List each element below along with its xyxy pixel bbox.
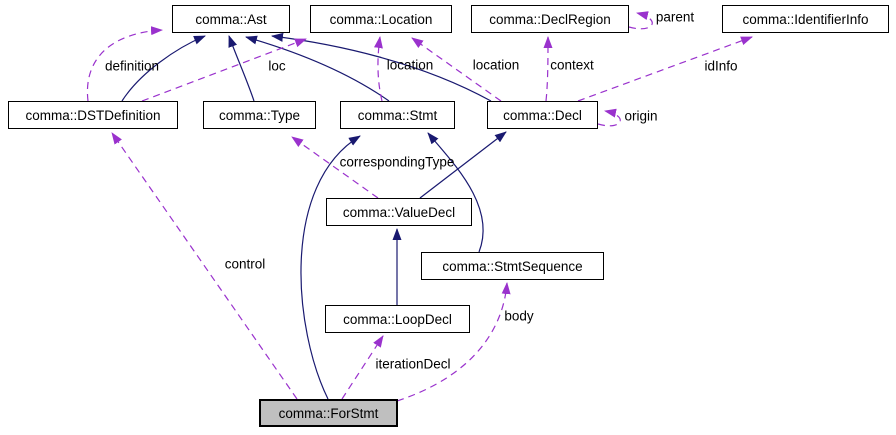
edge-use-control [111,132,298,400]
class-node-ast[interactable]: comma::Ast [172,5,290,33]
edge-label-loc: loc [268,58,286,74]
edge-label-parent: parent [655,9,695,25]
edge-inherit-decl-ast [271,32,492,102]
edge-use-location-decl [411,37,502,102]
edge-use-idinfo [577,36,753,102]
edge-label-definition: definition [104,58,160,74]
edge-use-parent-selfloop [628,11,653,30]
class-node-decl[interactable]: comma::Decl [487,101,598,129]
edge-use-context [543,36,553,102]
edge-label-body: body [504,308,534,324]
class-node-forstmt-current: comma::ForStmt [259,399,398,427]
edge-inherit-valuedecl-decl [419,131,507,199]
class-node-type[interactable]: comma::Type [203,101,316,129]
class-node-location[interactable]: comma::Location [310,5,452,33]
edge-label-location-stmt: location [386,57,434,73]
class-node-identifierinfo[interactable]: comma::IdentifierInfo [722,5,889,33]
edge-label-iterationdecl: iterationDecl [375,356,451,372]
edge-use-loc [141,38,307,102]
class-node-dstdefinition[interactable]: comma::DSTDefinition [8,101,178,129]
edge-inherit-forstmt-stmt [300,135,361,400]
edge-label-location-decl: location [472,57,520,73]
edge-use-iterationdecl [341,335,384,400]
edge-use-correspondingtype [291,136,379,199]
class-node-loopdecl[interactable]: comma::LoopDecl [325,305,470,333]
edge-inherit-type-ast [228,35,255,102]
class-node-stmt[interactable]: comma::Stmt [340,101,455,129]
edge-inherit-dstdefinition-ast [121,35,206,102]
edge-label-context: context [550,57,594,73]
edge-label-correspondingtype: correspondingType [339,154,455,170]
class-node-declregion[interactable]: comma::DeclRegion [471,5,629,33]
edge-label-control: control [224,256,266,272]
class-node-valuedecl[interactable]: comma::ValueDecl [326,198,472,226]
edge-inherit-stmt-ast [245,35,390,102]
edge-use-definition [86,26,163,102]
edge-inherit-stmtsequence-stmt [427,132,484,253]
edge-use-origin-selfloop [597,108,621,127]
edge-use-body [396,282,511,402]
edge-use-location-stmt [373,36,383,102]
edge-label-origin: origin [624,108,658,124]
edge-label-idinfo: idInfo [704,58,738,74]
class-node-stmtsequence[interactable]: comma::StmtSequence [421,252,604,280]
